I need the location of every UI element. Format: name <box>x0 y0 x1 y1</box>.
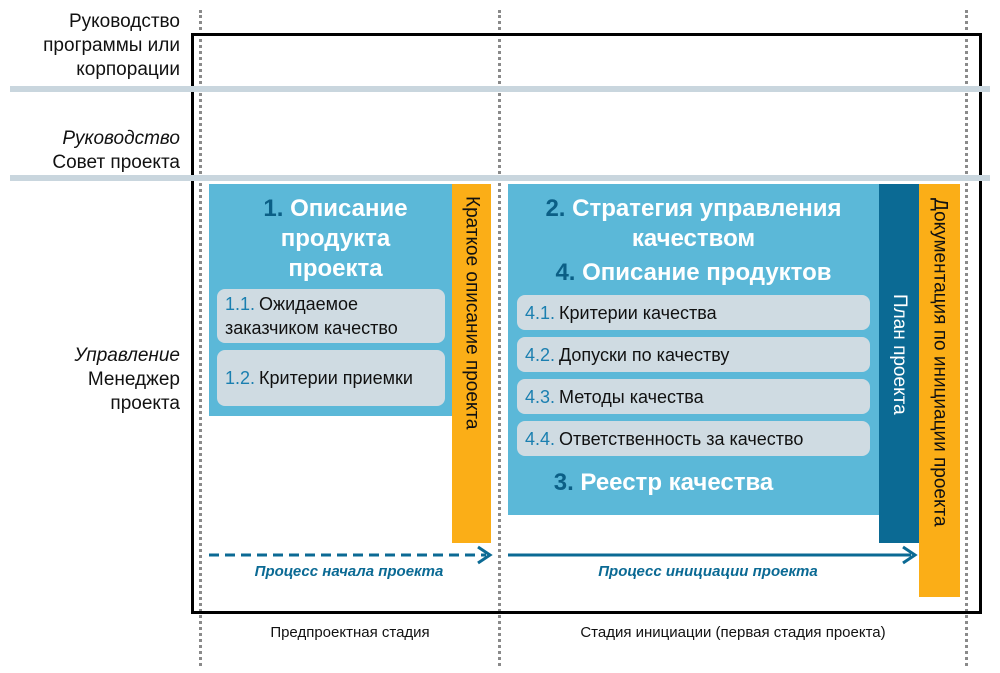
board-role: Руководство <box>62 128 180 149</box>
mgr-role: Управление <box>74 345 180 366</box>
divider-middle <box>498 10 501 666</box>
box3-title: 3. Реестр качества <box>553 469 774 496</box>
project-frame <box>191 33 982 614</box>
row-corp-label: Руководство программы или корпорации <box>43 11 180 80</box>
start-process-label: Процесс начала проекта <box>254 563 444 580</box>
item-4-1: 4.1.Критерии качества <box>517 295 870 330</box>
band-1 <box>10 86 990 92</box>
item-1-1: 1.1.Ожидаемое заказчиком качество <box>217 289 445 343</box>
box2-title: 2. Стратегия управления качеством <box>545 195 842 252</box>
box1-title: 1. Описание продукта проекта <box>263 195 408 282</box>
pre-project-stage: Предпроектная стадия <box>270 624 430 641</box>
box4-title: 4. Описание продуктов <box>555 259 832 286</box>
mgr: Менеджер проекта <box>87 369 180 414</box>
project-brief-bar: Краткое описание проекта <box>452 184 491 543</box>
pid-bar: Документация по инициации проекта <box>919 184 960 597</box>
divider-right <box>965 10 968 666</box>
divider-left <box>199 10 202 666</box>
band-2 <box>10 175 990 181</box>
project-plan-bar: План проекта <box>879 184 919 543</box>
item-4-2: 4.2.Допуски по качеству <box>517 337 870 372</box>
item-4-3: 4.3.Методы качества <box>517 379 870 414</box>
board: Совет проекта <box>52 152 180 173</box>
item-1-2: 1.2.Критерии приемки <box>217 350 445 406</box>
init-process-label: Процесс инициации проекта <box>598 563 818 580</box>
initiation-stage: Стадия инициации (первая стадия проекта) <box>580 624 886 641</box>
item-4-4: 4.4.Ответственность за качество <box>517 421 870 456</box>
